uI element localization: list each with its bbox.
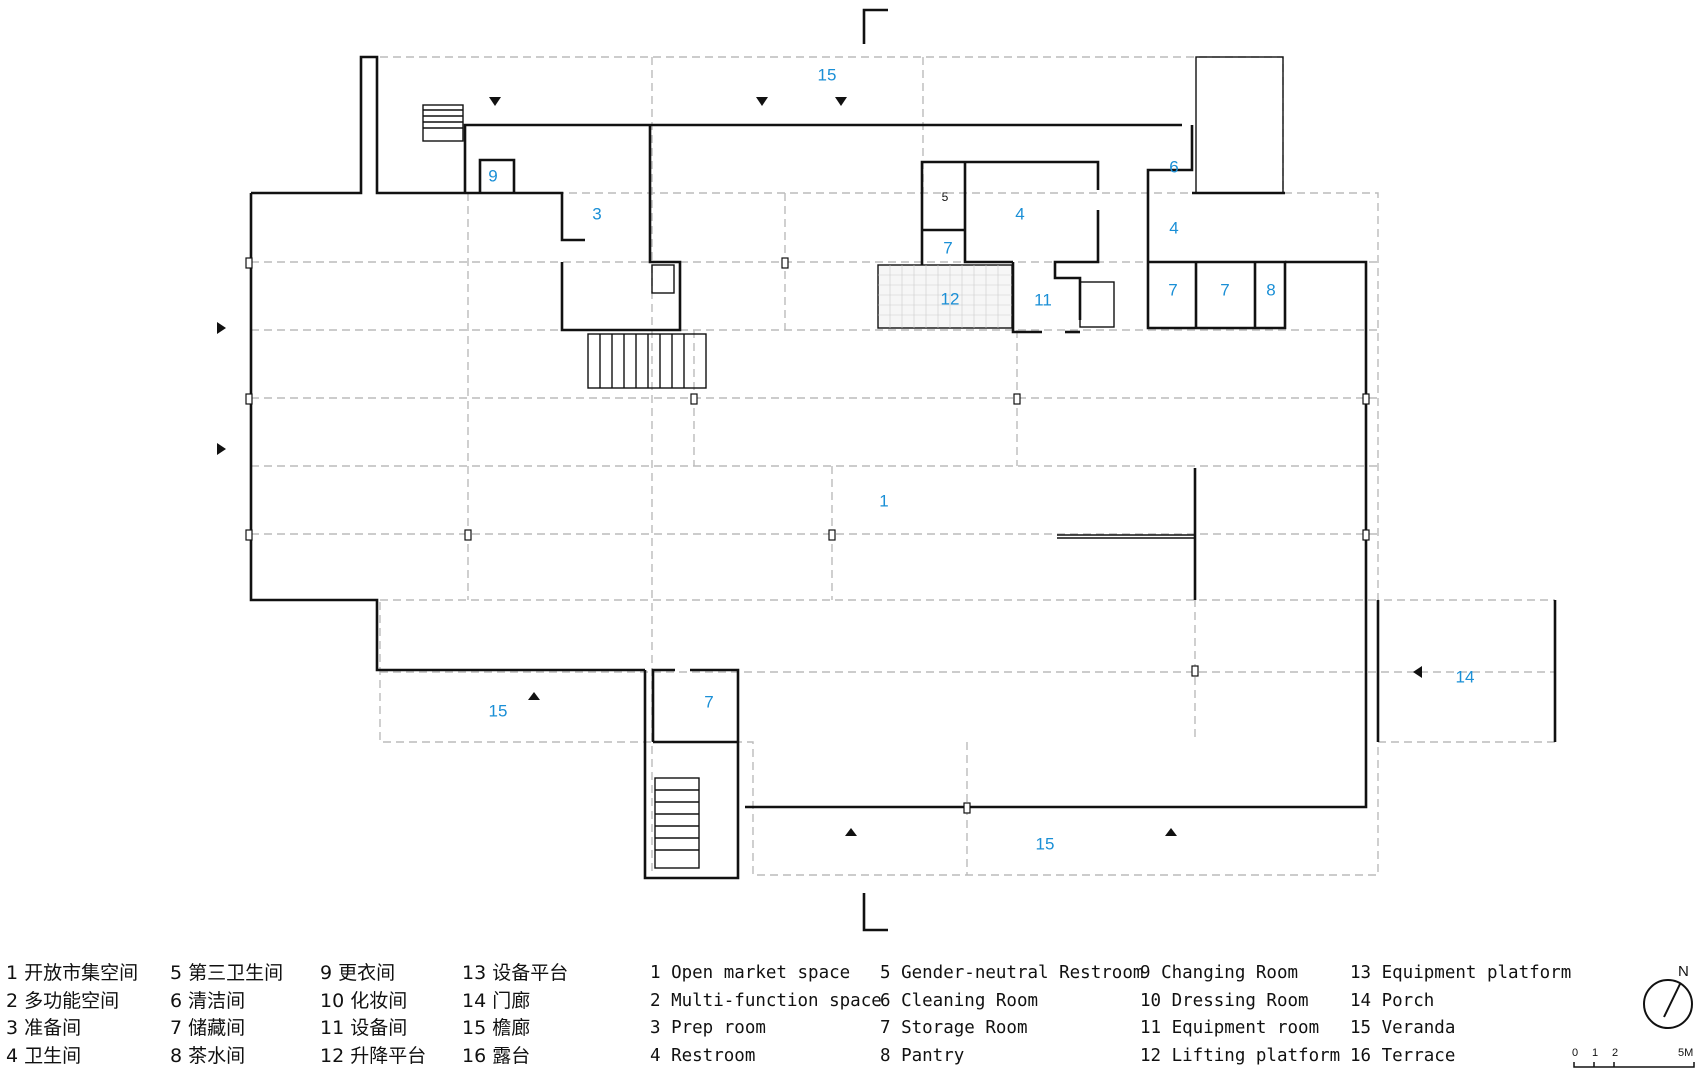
scale-tick-5m: 5M — [1678, 1047, 1693, 1059]
legend-item: 9 Changing Room — [1140, 963, 1299, 983]
room-label-4-east: 4 — [1169, 218, 1178, 237]
room-label-3: 3 — [592, 204, 601, 223]
legend-item: 9 更衣间 — [320, 962, 396, 984]
legend-item: 11 设备间 — [320, 1017, 408, 1039]
legend-item: 6 清洁间 — [170, 989, 246, 1012]
prep-room-walls — [465, 125, 682, 332]
north-arrow-icon: N — [1643, 963, 1693, 1029]
stair-top-left — [422, 104, 464, 142]
legend-cn-col-2: 5 第三卫生间 6 清洁间 7 储藏间 8 茶水间 — [170, 960, 283, 1070]
legend-item: 3 准备间 — [6, 1017, 82, 1039]
scale-bar: 0 1 2 5M — [1572, 1047, 1695, 1068]
roof-dashed-outline — [251, 56, 1555, 876]
legend-item: 13 设备平台 — [462, 962, 569, 984]
north-label: N — [1678, 963, 1689, 980]
room-label-14: 14 — [1456, 667, 1475, 686]
legend-item: 13 Equipment platform — [1350, 963, 1572, 983]
legend-item: 2 Multi-function space — [650, 990, 882, 1011]
legend-item: 12 升降平台 — [320, 1044, 427, 1067]
east-service-walls — [1146, 56, 1287, 330]
room-label-8: 8 — [1266, 280, 1275, 299]
legend-item: 6 Cleaning Room — [880, 990, 1039, 1011]
room-label-15-left: 15 — [489, 701, 508, 720]
room-label-7-a: 7 — [943, 238, 952, 257]
room-label-7-d: 7 — [704, 692, 713, 711]
legend-item: 11 Equipment room — [1140, 1018, 1320, 1038]
legend-cn-col-1: 1 开放市集空间 2 多功能空间 3 准备间 4 卫生间 — [6, 960, 138, 1070]
section-marker-bottom — [862, 893, 888, 932]
room-label-7-b: 7 — [1168, 280, 1177, 299]
section-marker-top — [862, 8, 888, 44]
legend-item: 16 Terrace — [1350, 1045, 1456, 1066]
legend-item: 10 Dressing Room — [1140, 990, 1309, 1011]
legend-item: 8 Pantry — [880, 1045, 965, 1066]
legend-item: 12 Lifting platform — [1140, 1045, 1341, 1066]
restroom-block-walls — [877, 160, 1115, 334]
room-labels: 15 9 3 5 4 7 12 11 6 4 7 7 8 1 14 15 7 1… — [488, 65, 1474, 853]
legend-item: 7 储藏间 — [170, 1017, 246, 1039]
legend-item: 14 Porch — [1350, 990, 1435, 1011]
room-label-11: 11 — [1034, 290, 1052, 309]
room-label-5: 5 — [942, 190, 949, 204]
legend-item: 4 卫生间 — [6, 1044, 82, 1067]
room-label-15-bottom: 15 — [1036, 834, 1055, 853]
legend-en-col-4: 13 Equipment platform 14 Porch 15 Verand… — [1350, 960, 1571, 1070]
legend-item: 15 Veranda — [1350, 1018, 1456, 1038]
south-block-walls — [651, 668, 740, 880]
room-label-12: 12 — [941, 289, 960, 308]
room-label-15-top: 15 — [818, 65, 837, 84]
legend-item: 2 多功能空间 — [6, 989, 120, 1012]
scale-tick-0: 0 — [1572, 1047, 1578, 1059]
legend-item: 16 露台 — [462, 1044, 531, 1067]
legend-cn-col-4: 13 设备平台 14 门廊 15 檐廊 16 露台 — [462, 960, 568, 1070]
scale-tick-2: 2 — [1612, 1047, 1618, 1059]
legend-item: 8 茶水间 — [170, 1044, 246, 1067]
legend-item: 10 化妆间 — [320, 989, 408, 1012]
room-label-6: 6 — [1169, 157, 1178, 176]
legend-item: 4 Restroom — [650, 1045, 756, 1066]
room-label-7-c: 7 — [1220, 280, 1229, 299]
legend-en-col-3: 9 Changing Room 10 Dressing Room 11 Equi… — [1140, 960, 1340, 1070]
legend-item: 5 第三卫生间 — [170, 962, 284, 984]
exterior-walls — [249, 55, 1557, 880]
legend-en-col-2: 5 Gender-neutral Restroom 6 Cleaning Roo… — [880, 960, 1143, 1070]
legend-item: 1 Open market space — [650, 963, 851, 983]
legend-en-col-1: 1 Open market space 2 Multi-function spa… — [650, 960, 882, 1070]
room-label-4-main: 4 — [1015, 204, 1024, 223]
entry-arrows — [217, 97, 1422, 836]
legend-item: 7 Storage Room — [880, 1018, 1028, 1038]
legend-item: 14 门廊 — [462, 989, 531, 1012]
legend-item: 3 Prep room — [650, 1018, 766, 1038]
legend-item: 1 开放市集空间 — [6, 962, 139, 984]
room-label-1: 1 — [879, 491, 888, 510]
stair-central — [587, 333, 707, 389]
legend-cn-col-3: 9 更衣间 10 化妆间 11 设备间 12 升降平台 — [320, 960, 426, 1070]
legend-item: 5 Gender-neutral Restroom — [880, 963, 1144, 983]
scale-tick-1: 1 — [1592, 1047, 1598, 1059]
legend-item: 15 檐廊 — [462, 1017, 531, 1039]
room-label-9: 9 — [488, 166, 497, 185]
columns — [245, 257, 1370, 814]
